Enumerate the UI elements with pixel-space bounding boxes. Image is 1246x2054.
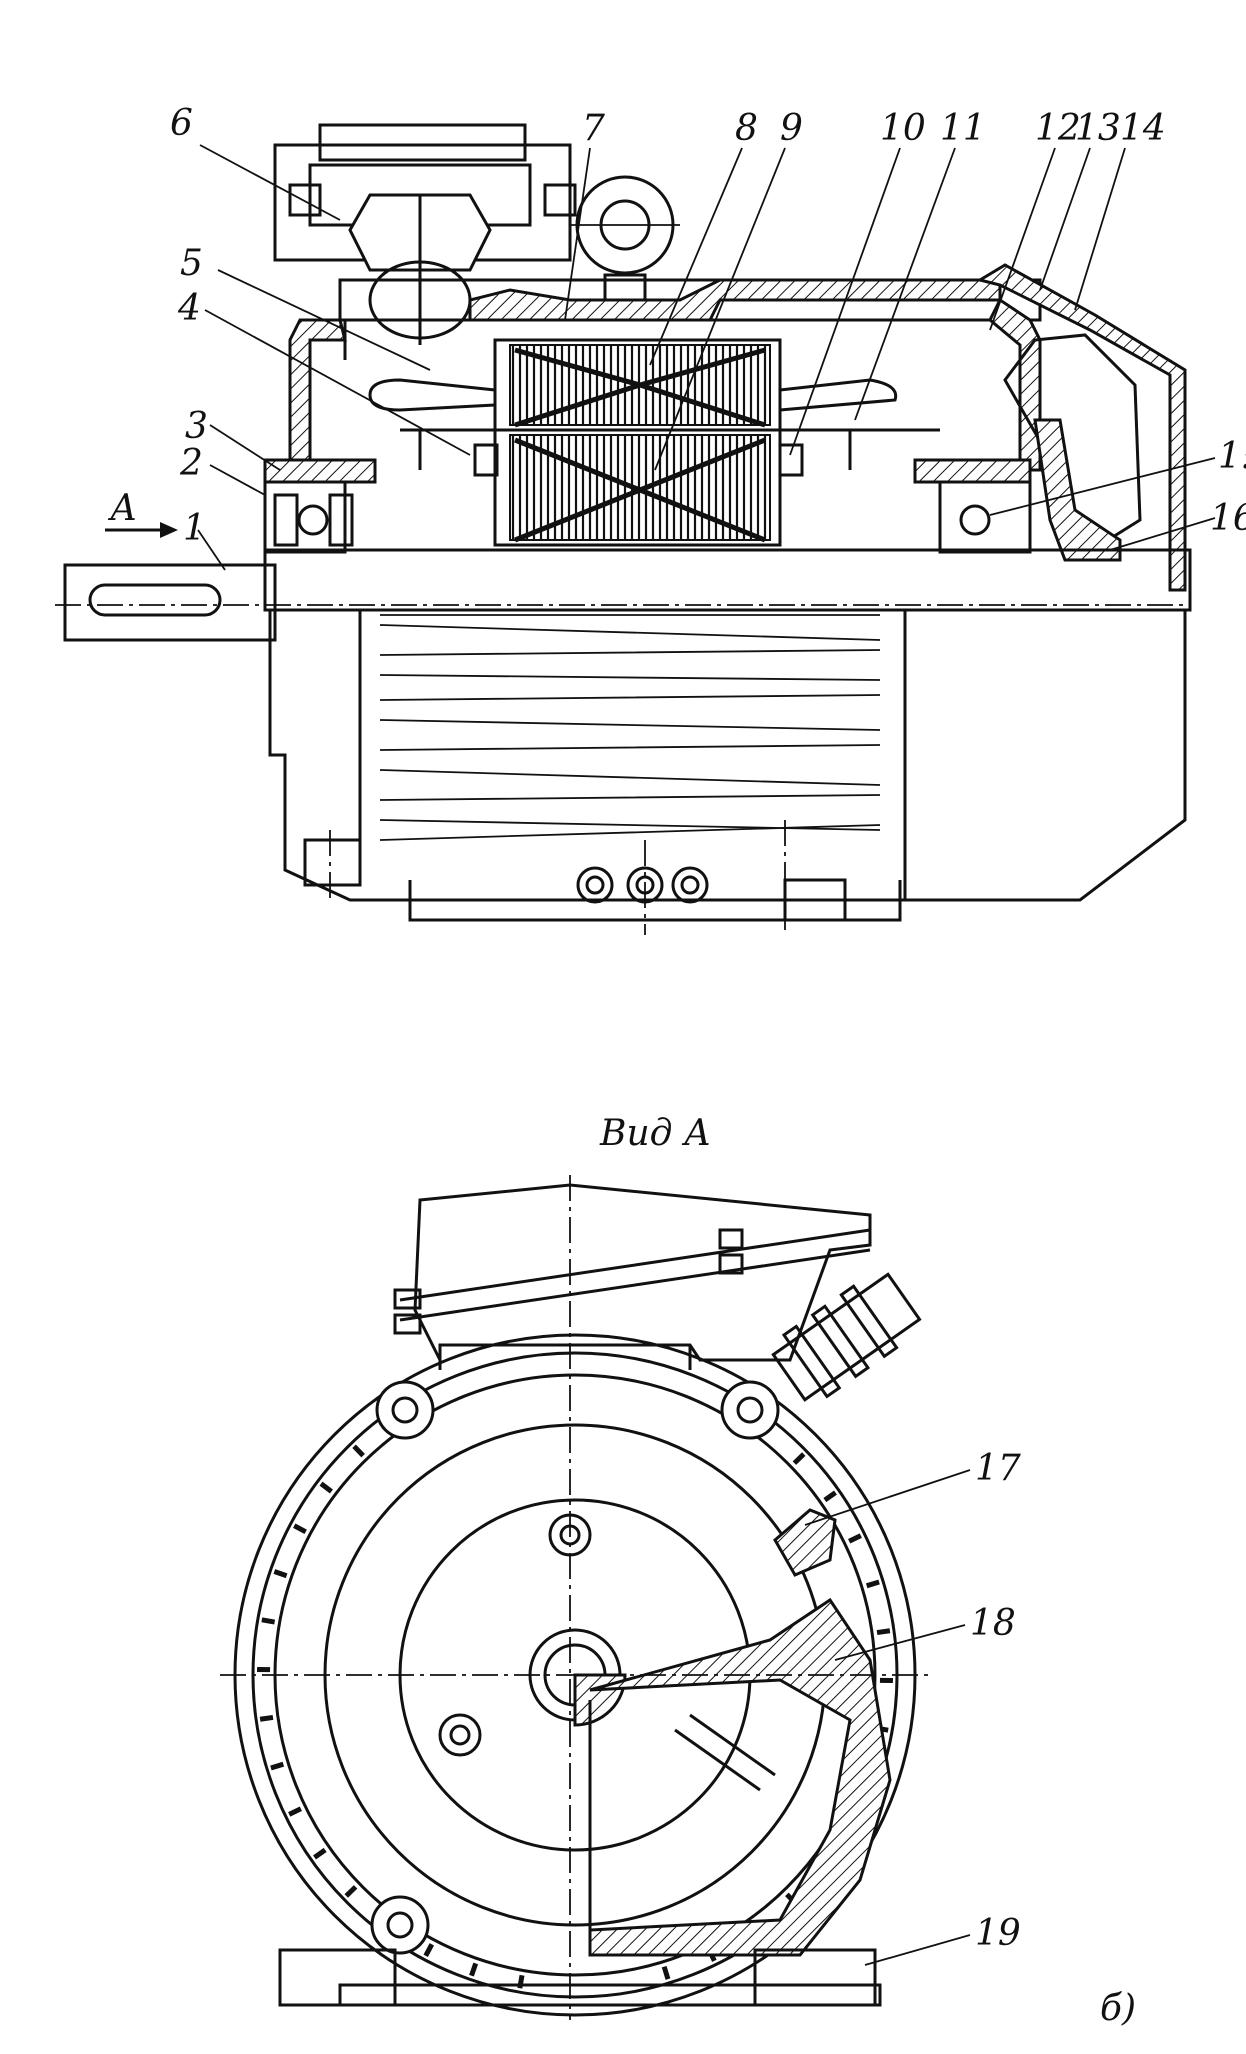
bearing-cap-left xyxy=(265,460,375,482)
cable-gland-end xyxy=(768,1266,926,1408)
shaft-end xyxy=(65,565,275,640)
view-title: Вид А xyxy=(599,1113,711,1154)
callout-4: 4 xyxy=(177,288,201,329)
fin-slot xyxy=(274,1571,286,1575)
fin-slot xyxy=(315,1850,326,1857)
fin-slot xyxy=(471,1963,475,1975)
left-end-shield xyxy=(290,320,345,465)
fin-slot xyxy=(825,1493,836,1500)
callout-8: 8 xyxy=(735,108,758,149)
fin-slot xyxy=(426,1944,432,1955)
right-end-shield xyxy=(990,300,1040,470)
terminal-box-cover xyxy=(320,125,525,160)
cooling-fins xyxy=(380,615,880,840)
fin-slot xyxy=(289,1809,301,1815)
callout-13: 13 xyxy=(1075,108,1121,149)
fin-slot xyxy=(262,1620,275,1622)
callout-9: 9 xyxy=(780,108,803,149)
rib-17 xyxy=(775,1510,835,1575)
arrow-label: А xyxy=(107,488,137,529)
figure-tag: б) xyxy=(1100,1988,1136,2029)
callout-12: 12 xyxy=(1035,108,1081,149)
fin-slot xyxy=(867,1582,879,1586)
longitudinal-section: А 1 2 3 4 5 6 7 8 9 10 xyxy=(55,103,1246,935)
foot-right xyxy=(755,1950,875,2005)
callout-17: 17 xyxy=(975,1448,1021,1489)
fin-slot xyxy=(877,1631,890,1633)
callout-19: 19 xyxy=(975,1913,1021,1954)
foot-left xyxy=(280,1950,395,2005)
callout-7: 7 xyxy=(582,108,605,149)
winding-end-right xyxy=(780,380,896,410)
fin-slot xyxy=(354,1446,363,1455)
callout-11: 11 xyxy=(940,108,986,149)
fin-slot xyxy=(664,1967,668,1979)
callout-5: 5 xyxy=(180,243,203,284)
fin-slot xyxy=(271,1764,283,1768)
callout-2: 2 xyxy=(179,443,203,484)
fin-slot xyxy=(294,1526,305,1532)
callout-3: 3 xyxy=(185,406,208,447)
callout-15: 1: xyxy=(1218,436,1246,477)
fin-slot xyxy=(321,1484,331,1492)
fin-slot xyxy=(849,1536,861,1542)
end-view-a: Вид А xyxy=(220,1113,1136,2029)
winding-end-left xyxy=(370,380,495,410)
callout-14: 14 xyxy=(1120,108,1166,149)
frame-top xyxy=(470,280,1000,320)
callout-6: 6 xyxy=(170,103,193,144)
fin-slot xyxy=(346,1887,355,1896)
bearing-right xyxy=(940,482,1030,552)
fin-slot xyxy=(794,1454,803,1463)
callout-18: 18 xyxy=(970,1603,1016,1644)
callout-1: 1 xyxy=(183,508,206,549)
shaft xyxy=(265,550,1190,610)
callout-16: 16 xyxy=(1210,498,1246,539)
callout-10: 10 xyxy=(880,108,926,149)
fin-slot xyxy=(260,1717,273,1719)
